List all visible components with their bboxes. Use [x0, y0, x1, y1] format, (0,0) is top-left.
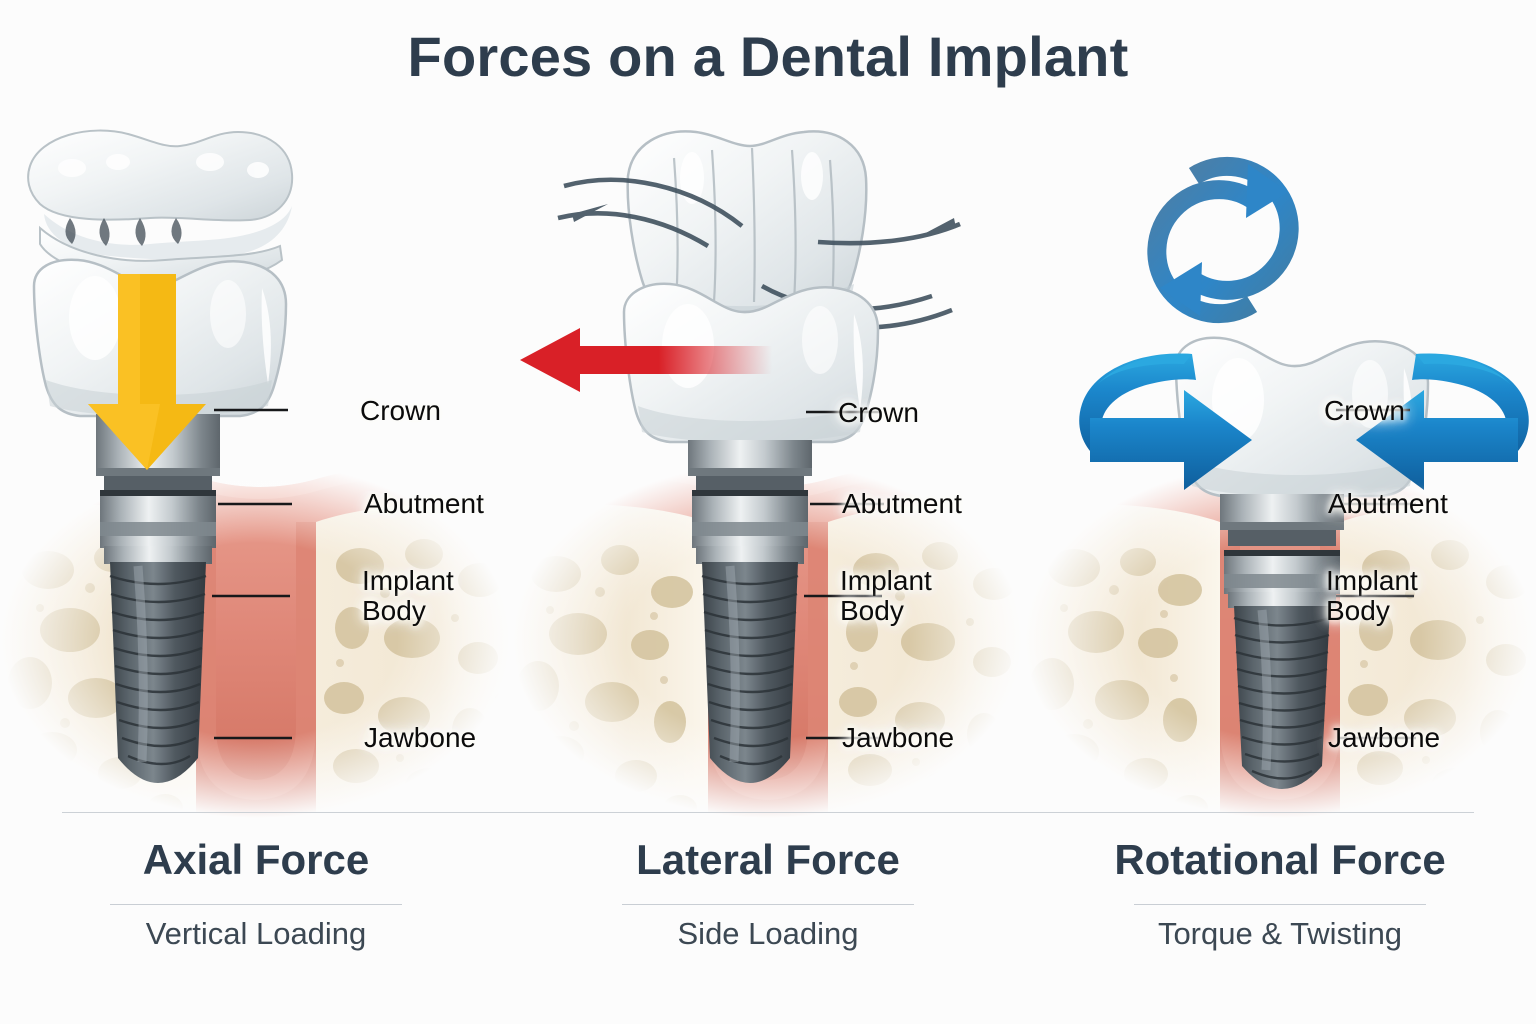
- caption-title-rotational: Rotational Force: [1114, 836, 1446, 883]
- down-arrow-icon: [88, 274, 206, 470]
- label-abutment: Abutment: [364, 488, 484, 519]
- caption-subtitle-lateral: Side Loading: [677, 916, 859, 951]
- implant-assembly: [688, 440, 812, 783]
- label-implant-body: Implant Body: [1326, 565, 1418, 626]
- caption-title-lateral: Lateral Force: [636, 836, 900, 883]
- implant-crown: [1174, 336, 1430, 498]
- axial-illustration: [0, 129, 512, 818]
- caption-rule: [110, 904, 402, 905]
- panel-rotational-force[interactable]: Crown Abutment Implant Body Jawbone: [1024, 118, 1536, 818]
- circular-rotation-icon: [1147, 156, 1299, 324]
- label-abutment: Abutment: [1328, 488, 1448, 519]
- screw-threads: [109, 574, 207, 766]
- label-jawbone: Jawbone: [842, 722, 955, 753]
- panel-lateral-force[interactable]: Crown Abutment Implant Body Jawbone: [512, 118, 1024, 818]
- caption-subtitle-axial: Vertical Loading: [145, 916, 367, 951]
- label-jawbone: Jawbone: [1328, 722, 1441, 753]
- caption-axial: Axial Force Vertical Loading: [0, 812, 512, 1024]
- leader-lines: [212, 408, 292, 740]
- label-implant-body: Implant Body: [362, 565, 454, 626]
- caption-rotational: Rotational Force Torque & Twisting: [1024, 812, 1536, 1024]
- page-title: Forces on a Dental Implant: [407, 25, 1129, 88]
- implant-assembly: [1220, 494, 1344, 789]
- captions-row: Axial Force Vertical Loading Lateral For…: [0, 812, 1536, 1024]
- caption-subtitle-rotational: Torque & Twisting: [1157, 916, 1403, 951]
- leader-lines: [804, 410, 884, 740]
- rotation-arrow-right: [1356, 353, 1529, 490]
- left-arrow-icon: [520, 328, 772, 392]
- label-abutment: Abutment: [842, 488, 962, 519]
- leader-lines: [1336, 408, 1416, 740]
- label-jawbone: Jawbone: [364, 722, 477, 753]
- caption-lateral: Lateral Force Side Loading: [512, 812, 1024, 1024]
- rotation-arrow-left: [1079, 353, 1252, 490]
- label-crown: Crown: [1324, 395, 1405, 426]
- section-divider: [62, 812, 1474, 813]
- caption-title-axial: Axial Force: [142, 836, 370, 883]
- label-implant-body: Implant Body: [840, 565, 932, 626]
- caption-rule: [622, 904, 914, 905]
- panel-axial-force[interactable]: Crown Abutment Implant Body Jawbone: [0, 118, 512, 818]
- label-crown: Crown: [360, 395, 441, 426]
- label-crown: Crown: [838, 397, 919, 428]
- lateral-illustration: [512, 130, 1024, 818]
- rotational-illustration: [1024, 156, 1536, 818]
- panels-row: Crown Abutment Implant Body Jawbone: [0, 118, 1536, 818]
- caption-rule: [1134, 904, 1426, 905]
- screw-threads: [701, 574, 799, 766]
- screw-threads: [1233, 616, 1331, 780]
